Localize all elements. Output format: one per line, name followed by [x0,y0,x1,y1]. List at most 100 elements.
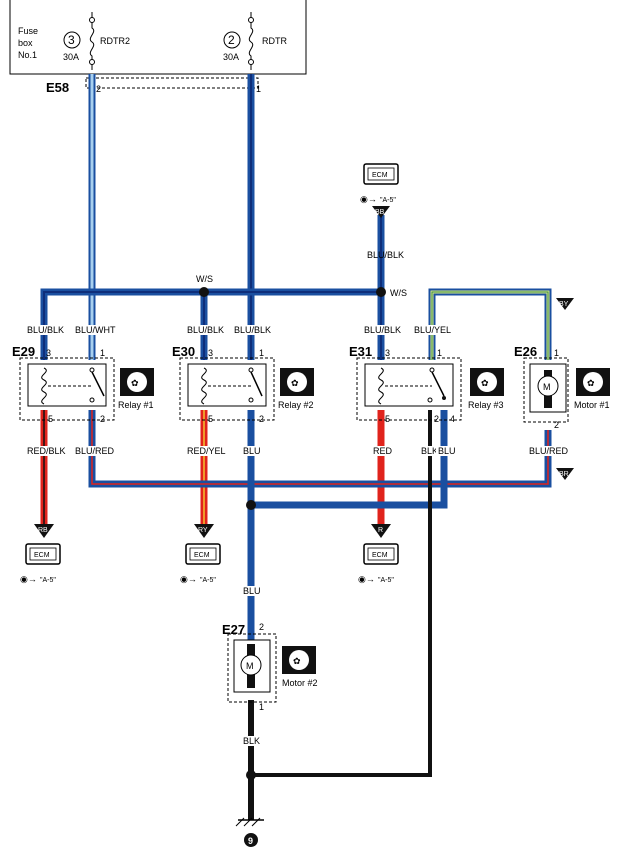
motor-1-symbol: M [543,382,551,392]
fuse-3-name: RDTR2 [100,36,130,46]
ecm-block-e30: ECM ◉→ "A-5" [180,543,221,584]
connector-e31-label: E31 [349,344,372,359]
svg-text:✿: ✿ [291,378,299,388]
wire-label-e26-blu-red: BLU/RED [529,446,569,456]
connector-e29-label: E29 [12,344,35,359]
e30-pin-5: 5 [208,414,213,424]
wire-label-e29-blu-blk: BLU/BLK [27,325,64,335]
flag-ry: RY [198,527,208,534]
relay-2-label: Relay #2 [278,400,314,410]
eye-icon: ◉→ [20,574,37,584]
wire-label-e30-red-yel: RED/YEL [187,446,226,456]
e29-pin-3: 3 [46,348,51,358]
fuse-2-symbol [248,12,254,70]
motor-1-label: Motor #1 [574,400,610,410]
relay-e29: E29 3 1 5 2 ✿ Relay #1 [12,344,154,424]
e27-pin-2: 2 [259,622,264,632]
e31-pin-3: 3 [385,348,390,358]
relay-3-label: Relay #3 [468,400,504,410]
fan-icon: ✿ [282,646,316,674]
wire-label-motor2-blu: BLU [243,586,261,596]
fuse-box-label-1: Fuse [18,26,38,36]
fuse-box-label-3: No.1 [18,50,37,60]
motor-2-label: Motor #2 [282,678,318,688]
ecm-ref-e30: "A-5" [200,577,216,584]
wire-label-blu-blk-top: BLU/BLK [367,250,404,260]
ecm-ref-e29: "A-5" [40,577,56,584]
e31-pin-4: 4 [450,414,455,424]
e30-pin-3: 3 [208,348,213,358]
flag-r: R [378,527,383,534]
e31-pin-1: 1 [437,348,442,358]
ecm-block-e29: ECM ◉→ "A-5" [20,543,61,584]
wire-label-e30-blu-blk-2: BLU/BLK [234,325,271,335]
connector-e26-label: E26 [514,344,537,359]
ecm-block-e31: ECM ◉→ "A-5" [358,543,399,584]
e30-pin-1: 1 [259,348,264,358]
wire-label-ws-1: W/S [196,274,213,284]
splice-blk [246,770,256,780]
e29-pin-2: 2 [100,414,105,424]
relay-e30: E30 3 1 5 2 ✿ Relay #2 [172,344,314,424]
ecm-ref-e31: "A-5" [378,577,394,584]
connector-e58: E58 2 1 [46,77,261,95]
wire-label-e31-blu: BLU [438,446,456,456]
splice-ws-1 [199,287,209,297]
ecm-label-e29: ECM [34,552,50,559]
wire-label-e29-blu-red: BLU/RED [75,446,115,456]
ecm-block-top: ECM ◉→ "A-5" [360,163,399,204]
fuse-2-rating: 30A [223,52,239,62]
wire-label-e30-blu: BLU [243,446,261,456]
wire-label-e30-blu-blk-1: BLU/BLK [187,325,224,335]
fuse-3-number: 3 [68,33,75,47]
fan-icon: ✿ [576,368,610,396]
fan-icon: ✿ [280,368,314,396]
e29-pin-1: 1 [100,348,105,358]
connector-e58-pin-2: 2 [96,84,101,94]
wire-label-ws-2: W/S [390,288,407,298]
wire-label-e31-red: RED [373,446,393,456]
fuse-2-number-circle [223,31,241,49]
fuse-2-name: RDTR [262,36,287,46]
flag-rb: RB [38,527,48,534]
splice-blu [246,500,256,510]
wire-label-e29-blu-wht: BLU/WHT [75,325,116,335]
flag-bb: BB [375,209,385,216]
connector-e58-pin-1: 1 [256,84,261,94]
eye-icon: ◉→ [360,194,377,204]
wire-labels-top: BLU/BLK BLU/WHT BLU/BLK BLU/BLK BLU/BLK … [26,325,451,335]
svg-text:✿: ✿ [481,378,489,388]
motor-e27: E27 M 2 1 ✿ Motor #2 [222,622,318,712]
flag-by: BY [559,301,569,308]
e26-pin-2: 2 [554,420,559,430]
fuse-3-rating: 30A [63,52,79,62]
ecm-label-e31: ECM [372,552,388,559]
e31-pin-5: 5 [385,414,390,424]
ecm-label-top: ECM [372,172,388,179]
e27-pin-1: 1 [259,702,264,712]
ecm-label-e30: ECM [194,552,210,559]
wire-label-e31-blu-yel: BLU/YEL [414,325,451,335]
e31-pin-2: 2 [434,414,439,424]
wire-label-e29-red-blk: RED/BLK [27,446,66,456]
ecm-ref-top: "A-5" [380,197,396,204]
flag-br: BR [559,471,569,478]
fuse-3-symbol [89,12,95,70]
flags: BB BY BR RB RY R [34,206,574,538]
svg-text:✿: ✿ [131,378,139,388]
relay-e31: E31 3 1 5 2 4 ✿ Relay #3 [349,344,504,424]
motor-2-symbol: M [246,661,254,671]
fuse-3-number-circle [63,31,81,49]
wire-label-e31-blu-blk: BLU/BLK [364,325,401,335]
fuse-box: Fuse box No.1 3 RDTR2 30A 2 RDTR 30A [9,0,307,75]
wire-labels-bottom: RED/BLK BLU/RED RED/YEL BLU RED BLK BLU … [26,446,569,746]
wire-label-e31-blk: BLK [421,446,438,456]
fuse-2-number: 2 [228,33,235,47]
ground-number: 9 [248,836,253,846]
connector-e58-label: E58 [46,80,69,95]
e30-pin-2: 2 [259,414,264,424]
svg-text:✿: ✿ [587,378,595,388]
e29-pin-5: 5 [48,414,53,424]
